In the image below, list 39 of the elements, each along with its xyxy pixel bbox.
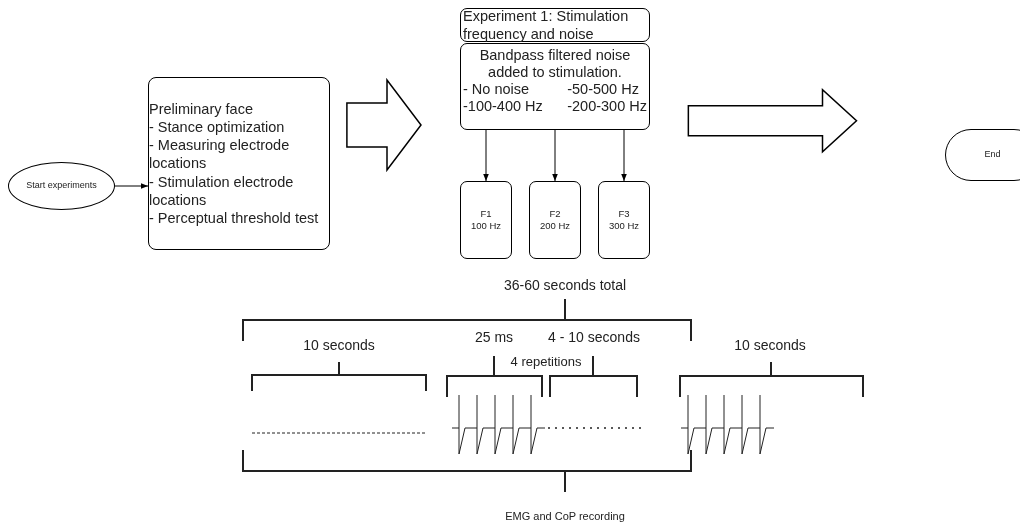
- block-arrow: [346, 77, 422, 173]
- node-text: - Perceptual threshold test: [149, 208, 320, 227]
- timing-label: EMG and CoP recording: [505, 510, 625, 522]
- timing-label: 4 - 10 seconds: [548, 329, 640, 345]
- node-text: -200-300 Hz: [567, 98, 647, 115]
- node-text: -50-500 Hz: [567, 81, 640, 98]
- timing-label: 4 repetitions: [510, 354, 582, 369]
- end-terminal: [945, 129, 1020, 181]
- timing-label: 10 seconds: [734, 337, 806, 353]
- node-heading: Bandpass filtered noise added to stimulation.: [478, 47, 632, 81]
- node-text: - Stimulation electrode locations: [149, 172, 295, 209]
- node-text: End: [983, 149, 1002, 161]
- node-text: Start experiments: [25, 180, 98, 192]
- node-text: 200 Hz: [538, 220, 572, 232]
- node-text: - Stance optimization: [149, 118, 286, 137]
- node-text: 300 Hz: [607, 220, 641, 232]
- node-text: Experiment 1: Stimulation frequency and noise: [463, 6, 630, 44]
- arrow: [483, 129, 489, 182]
- noise-box: [460, 43, 650, 130]
- node-heading: Preliminary face: [149, 100, 254, 119]
- title-box: [460, 8, 650, 42]
- timing-label: 36-60 seconds total: [503, 277, 627, 293]
- node-text: - No noise: [463, 81, 531, 98]
- node-text: -100-400 Hz: [463, 98, 544, 115]
- block-arrow: [687, 88, 858, 154]
- process-box: [148, 77, 330, 250]
- node-text: 100 Hz: [469, 220, 503, 232]
- arrow: [114, 183, 149, 189]
- arrow: [552, 129, 558, 182]
- timing-label: 10 seconds: [303, 337, 375, 353]
- node-text: F3: [617, 208, 631, 220]
- node-text: F1: [479, 208, 493, 220]
- timing-label: 25 ms: [474, 329, 514, 345]
- node-text: - Measuring electrode locations: [149, 136, 291, 173]
- frequency-box: [460, 181, 512, 259]
- frequency-box: [598, 181, 650, 259]
- arrow: [621, 129, 627, 182]
- node-text: F2: [548, 208, 562, 220]
- frequency-box: [529, 181, 581, 259]
